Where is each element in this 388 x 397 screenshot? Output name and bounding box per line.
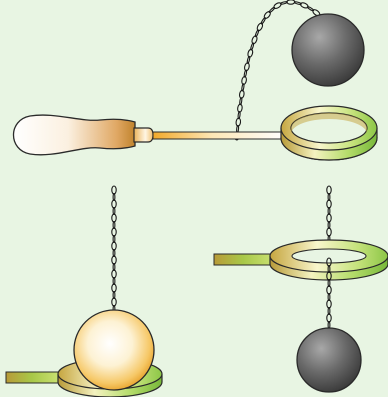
- chain-link: [241, 83, 245, 92]
- chain-link: [112, 192, 116, 202]
- chain-link: [111, 227, 117, 237]
- chain-link: [238, 89, 245, 99]
- top-apparatus: [13, 0, 378, 161]
- chain-link: [243, 69, 248, 78]
- handle-rod: [152, 131, 286, 140]
- chain-link: [239, 97, 243, 106]
- chain-link: [112, 262, 116, 272]
- bottom-right-bar: [213, 253, 273, 266]
- chain-link: [327, 206, 331, 216]
- chain-link: [327, 292, 331, 302]
- bottom-left-bar: [5, 371, 59, 384]
- chain-link: [111, 241, 117, 251]
- chain-link: [111, 269, 117, 279]
- top-ring: [280, 105, 378, 161]
- chain-link: [327, 264, 331, 274]
- chain-link: [326, 271, 332, 281]
- chain-link: [327, 220, 331, 230]
- chain-link: [293, 1, 302, 5]
- handle-ferrule: [133, 127, 154, 143]
- chain-link: [254, 29, 260, 38]
- bottom-left-chain: [111, 185, 117, 314]
- bottom-left-apparatus: [5, 185, 163, 397]
- chain-link: [326, 227, 332, 237]
- top-steel-ball: [291, 13, 365, 87]
- chain-link: [241, 75, 247, 86]
- bottom-right-apparatus: [213, 185, 388, 393]
- chain-link: [326, 299, 332, 309]
- chain-link: [112, 290, 116, 300]
- heated-brass-ball: [73, 309, 155, 391]
- chain-link: [279, 1, 288, 5]
- chain-link: [263, 11, 271, 19]
- bottom-right-chain-lower: [326, 257, 332, 330]
- bottom-right-ring: [269, 239, 388, 281]
- chain-link: [326, 185, 332, 195]
- chain-link: [327, 278, 331, 288]
- chain-link: [112, 248, 116, 258]
- chain-link: [112, 276, 116, 286]
- chain-link: [112, 206, 116, 216]
- chain-link: [111, 255, 117, 265]
- bottom-steel-ball: [296, 327, 362, 393]
- chain-link: [326, 285, 332, 295]
- chain-link: [286, 0, 296, 5]
- chain-link: [326, 257, 332, 267]
- chain-link: [256, 22, 264, 32]
- chain-link: [111, 199, 117, 209]
- chain-link: [111, 297, 117, 307]
- top-chain: [234, 0, 321, 141]
- chain-link: [111, 185, 117, 195]
- chain-link: [247, 48, 254, 58]
- chain-link: [244, 62, 250, 72]
- chain-link: [251, 35, 258, 45]
- chain-link: [326, 213, 332, 223]
- wooden-handle: [13, 114, 136, 156]
- chain-link: [237, 110, 241, 120]
- chain-link: [246, 55, 251, 64]
- chain-link: [326, 199, 332, 209]
- chain-link: [326, 313, 332, 323]
- chain-link: [111, 213, 117, 223]
- chain-link: [327, 306, 331, 316]
- chain-link: [111, 283, 117, 293]
- chain-link: [112, 220, 116, 230]
- chain-link: [327, 192, 331, 202]
- chain-link: [112, 234, 116, 244]
